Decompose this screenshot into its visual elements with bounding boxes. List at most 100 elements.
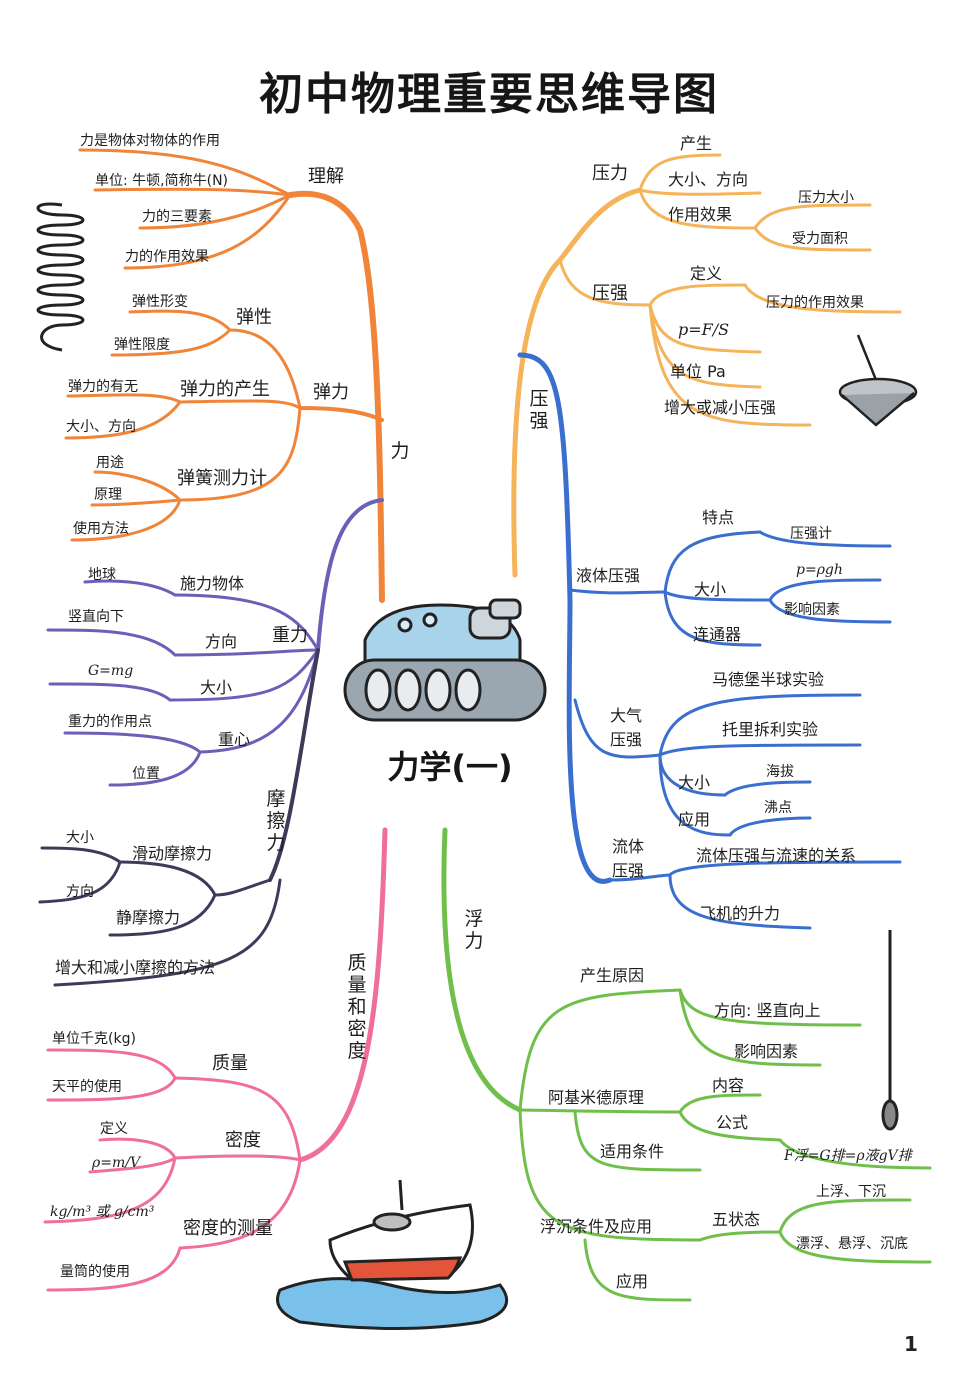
density-item: 定义 (100, 1121, 128, 1137)
density-unit: kg/m³ 或 g/cm³ (50, 1204, 155, 1220)
pressure-item: 定义 (690, 264, 723, 283)
liquid-size-formula: p=ρgh (796, 562, 843, 578)
liquid-feature-item: 压强计 (790, 526, 832, 542)
pressure-formula: p=F/S (678, 320, 730, 339)
atmos-size-item: 海拔 (766, 764, 794, 780)
pressure-def-item: 压力的作用效果 (766, 295, 864, 311)
pressure-force-branch-lines (511, 153, 902, 578)
effect-item: 压力大小 (798, 190, 854, 206)
five-states-item: 漂浮、悬浮、沉底 (796, 1236, 908, 1252)
friction: 摩擦力 (266, 788, 286, 854)
connector: 连通器 (693, 625, 742, 644)
mass-item: 天平的使用 (52, 1079, 122, 1095)
fluid-pressure: 流体压强 (612, 837, 645, 880)
atmos-item: 马德堡半球实验 (712, 670, 825, 689)
density-formula: ρ=m/V (92, 1155, 141, 1171)
buoyancy-cause: 产生原因 (580, 966, 645, 985)
liquid-size: 大小 (694, 580, 727, 599)
five-states: 五状态 (712, 1210, 761, 1229)
center-topic: 力学(一) (387, 748, 513, 786)
mass: 质量 (212, 1053, 248, 1074)
gravity: 重力 (272, 625, 308, 646)
hydrometer-illustration (881, 930, 899, 1131)
tank-robot-illustration (343, 598, 547, 722)
density: 密度 (225, 1130, 261, 1151)
liquid-feature: 特点 (702, 508, 735, 527)
gravity-source: 施力物体 (180, 574, 245, 593)
gravity-direction: 方向 (205, 632, 238, 651)
spinning-top-illustration (838, 334, 918, 427)
elastic-generation: 弹力的产生 (180, 379, 270, 400)
liquid-size-item: 影响因素 (784, 602, 840, 618)
buoyancy-cause-item: 方向: 竖直向上 (714, 1001, 821, 1020)
archimedes-item: 内容 (712, 1076, 745, 1095)
pressure-force: 压力 (592, 163, 628, 184)
archimedes-formula: F浮=G排=ρ液gV排 (784, 1148, 912, 1164)
meter-item: 使用方法 (73, 521, 129, 537)
force-understanding: 理解 (308, 166, 344, 187)
generation-item: 大小、方向 (66, 419, 136, 435)
mass-density: 质量和密度 (347, 952, 367, 1062)
atmos-pressure: 大气压强 (610, 706, 643, 749)
branch-force-label: 力 (390, 440, 410, 462)
effect-item: 受力面积 (792, 231, 848, 247)
archimedes-condition: 适用条件 (600, 1142, 665, 1161)
static-friction: 静摩擦力 (116, 908, 181, 927)
page-number: 1 (904, 1332, 918, 1356)
gravity-size: 大小 (200, 678, 233, 697)
atmos-use-item: 沸点 (764, 800, 792, 816)
page-title: 初中物理重要思维导图 (259, 69, 719, 120)
sliding-friction-item: 大小 (66, 830, 94, 846)
elasticity-item: 弹性形变 (132, 294, 188, 310)
mass-item: 单位千克(kg) (52, 1031, 136, 1047)
pressure-pressure: 压强 (592, 283, 628, 304)
gravity-size-formula: G=mg (88, 663, 134, 679)
density-measure-item: 量筒的使用 (60, 1264, 130, 1280)
friction-branch-lines (38, 648, 320, 987)
elasticity-item: 弹性限度 (114, 337, 170, 353)
atmos-use: 应用 (678, 810, 711, 829)
boat-illustration (276, 1179, 509, 1330)
sink-float-use: 应用 (616, 1272, 649, 1291)
mass-branch-lines (43, 827, 388, 1292)
generation-item: 弹力的有无 (68, 379, 138, 395)
buoyancy-branch-lines (441, 827, 932, 1302)
atmos-item: 托里拆利实验 (722, 720, 819, 739)
gravity-source-item: 地球 (88, 567, 116, 583)
center-of-gravity-item: 重力的作用点 (68, 714, 152, 730)
understanding-item: 力的三要素 (142, 209, 212, 225)
buoyancy-cause-item: 影响因素 (734, 1042, 799, 1061)
elasticity: 弹性 (236, 307, 272, 328)
branch-pressure-label: 压强 (529, 388, 549, 432)
sliding-friction-item: 方向 (66, 884, 94, 900)
spring-meter: 弹簧测力计 (177, 468, 267, 489)
friction-methods: 增大和减小摩擦的方法 (55, 958, 216, 977)
five-states-item: 上浮、下沉 (816, 1184, 886, 1200)
gravity-branch-lines (46, 498, 384, 787)
understanding-item: 力是物体对物体的作用 (80, 133, 220, 149)
fluid-item: 流体压强与流速的关系 (696, 846, 857, 865)
elastic-force: 弹力 (313, 382, 349, 403)
pressure-force-item: 产生 (680, 134, 713, 153)
spring-illustration (36, 202, 85, 352)
gravity-direction-item: 竖直向下 (68, 609, 124, 625)
center-of-gravity: 重心 (218, 730, 251, 749)
archimedes: 阿基米德原理 (548, 1088, 645, 1107)
sliding-friction: 滑动摩擦力 (132, 844, 213, 863)
archimedes-item: 公式 (716, 1113, 749, 1132)
pressure-item: 单位 Pa (670, 362, 726, 381)
meter-item: 用途 (96, 455, 124, 471)
center-of-gravity-item: 位置 (132, 766, 160, 782)
pressure-force-item: 作用效果 (668, 205, 733, 224)
liquid-pressure: 液体压强 (576, 566, 641, 585)
force-branch-lines (64, 148, 385, 603)
meter-item: 原理 (94, 487, 122, 503)
pressure-liquid-branch-lines (517, 352, 902, 930)
branch-buoyancy-label: 浮力 (464, 908, 484, 952)
understanding-item: 力的作用效果 (125, 249, 209, 265)
sink-float: 浮沉条件及应用 (540, 1217, 653, 1236)
understanding-item: 单位: 牛顿,简称牛(N) (95, 173, 229, 189)
pressure-item: 增大或减小压强 (664, 398, 777, 417)
pressure-force-item: 大小、方向 (668, 170, 749, 189)
